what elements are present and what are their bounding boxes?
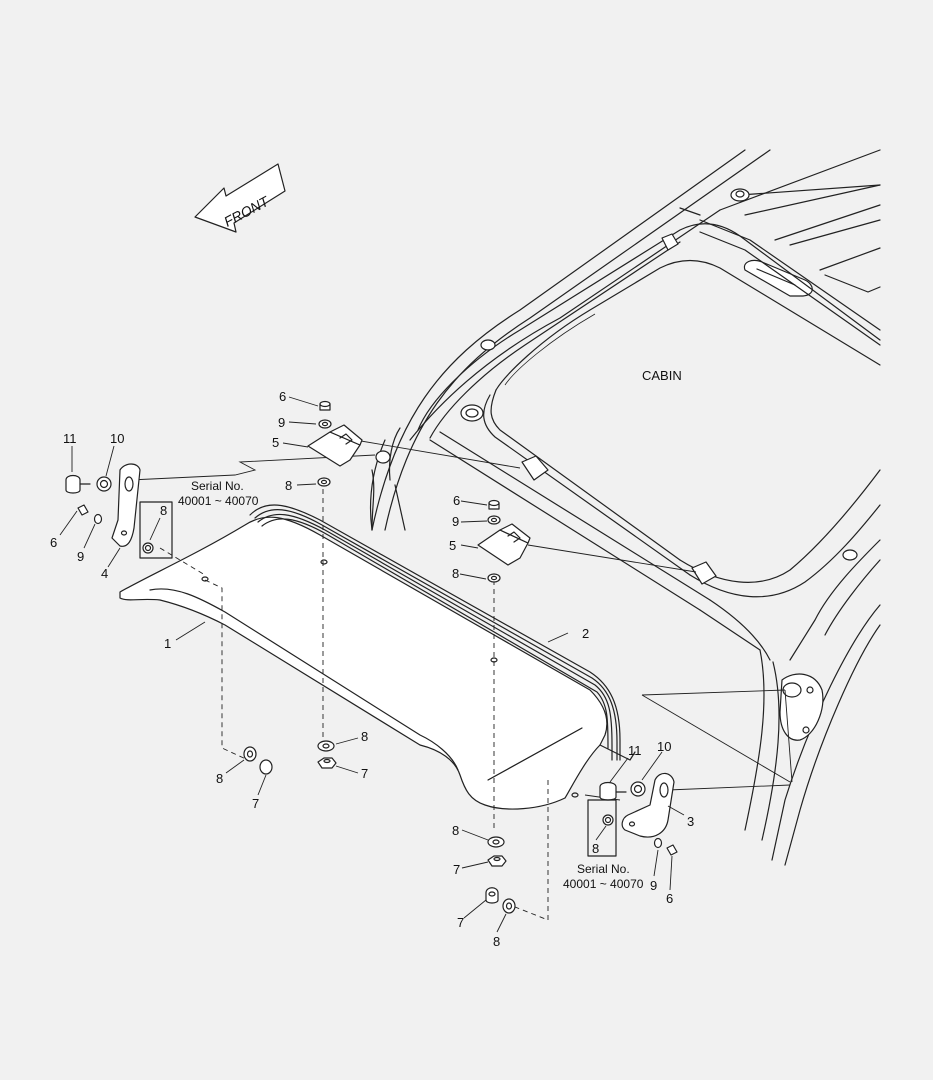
callout-7-bottom-b: 7 — [457, 915, 464, 930]
callout-6-right: 6 — [666, 891, 673, 906]
callout-11-left: 11 — [63, 431, 77, 446]
callout-9-mid: 9 — [452, 514, 459, 529]
serial-note-left-line1: Serial No. — [191, 479, 244, 493]
assembly-lines — [129, 439, 793, 921]
callout-8-box-right: 8 — [592, 841, 599, 856]
serial-note-right-line1: Serial No. — [577, 862, 630, 876]
callout-10-left: 10 — [110, 431, 124, 446]
callout-8-bottom-b: 8 — [493, 934, 500, 949]
callout-6-top: 6 — [279, 389, 286, 404]
callout-labels: 11 10 6 9 4 8 1 6 9 5 8 6 9 5 8 2 8 7 8 … — [50, 389, 694, 949]
callout-1: 1 — [164, 636, 171, 651]
visor-panel — [119, 516, 608, 810]
left-side-bracket — [65, 463, 209, 582]
middle-bracket-assembly — [477, 499, 531, 663]
serial-note-left-line2: 40001 ~ 40070 — [178, 494, 259, 508]
callout-9-right: 9 — [650, 878, 657, 893]
callout-8-bottom-a: 8 — [452, 823, 459, 838]
callout-7-lower-left: 7 — [252, 796, 259, 811]
serial-note-right: Serial No. 40001 ~ 40070 — [563, 862, 644, 891]
serial-note-right-line2: 40001 ~ 40070 — [563, 877, 644, 891]
front-direction-arrow: FRONT — [194, 163, 286, 233]
top-bracket-assembly — [307, 400, 363, 565]
callout-7-bottom-a: 7 — [453, 862, 460, 877]
cabin-structure — [369, 149, 881, 866]
callout-3: 3 — [687, 814, 694, 829]
seal-strip — [249, 504, 636, 761]
callout-6-mid: 6 — [453, 493, 460, 508]
lower-hardware — [243, 740, 516, 914]
callout-5-mid: 5 — [449, 538, 456, 553]
callout-leaders — [59, 396, 685, 933]
callout-9-left: 9 — [77, 549, 84, 564]
callout-6-left: 6 — [50, 535, 57, 550]
cabin-label: CABIN — [642, 368, 682, 383]
callout-2: 2 — [582, 626, 589, 641]
callout-7-center: 7 — [361, 766, 368, 781]
callout-8-mid: 8 — [452, 566, 459, 581]
callout-8-box-left: 8 — [160, 503, 167, 518]
right-side-bracket — [571, 772, 678, 857]
serial-note-left: Serial No. 40001 ~ 40070 — [178, 479, 259, 508]
callout-8-top: 8 — [285, 478, 292, 493]
callout-10-right: 10 — [657, 739, 671, 754]
callout-5-top: 5 — [272, 435, 279, 450]
callout-8-center: 8 — [361, 729, 368, 744]
callout-4: 4 — [101, 566, 108, 581]
callout-8-lower-left: 8 — [216, 771, 223, 786]
callout-9-top: 9 — [278, 415, 285, 430]
callout-11-right: 11 — [628, 743, 642, 758]
